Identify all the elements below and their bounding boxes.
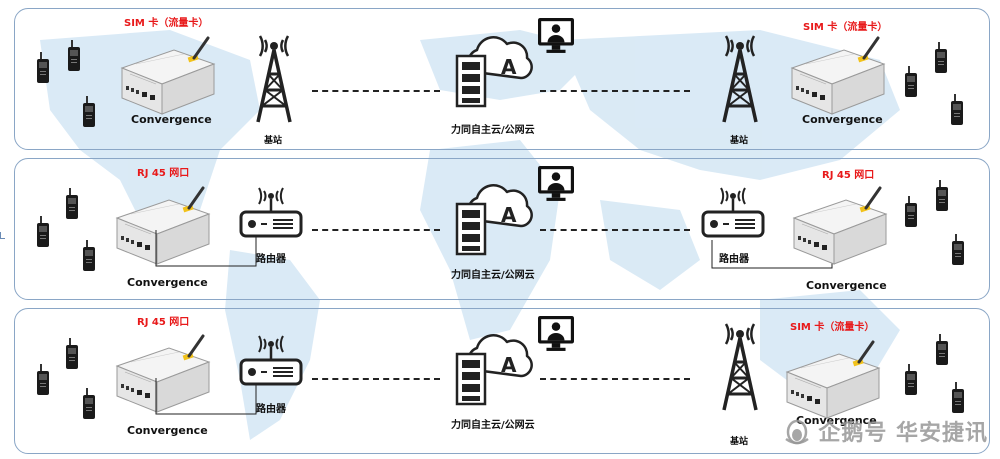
row1-right-link-label: 基站: [730, 136, 749, 146]
radio-icon: [83, 240, 95, 271]
row2-right-link-label: 路由器: [719, 254, 749, 265]
connection-line: [312, 229, 440, 231]
row3-left-top-label: RJ 45 网口: [137, 317, 190, 328]
edge-mark: [0, 232, 5, 239]
row3-right-top-label: SIM 卡（流量卡）: [790, 322, 875, 333]
monitor-user-icon: [538, 166, 574, 201]
base-station-icon: [256, 34, 292, 124]
cable-line: [155, 378, 257, 415]
radio-icon: [951, 94, 963, 125]
cloud-server-icon: [455, 334, 533, 406]
router-icon: [701, 186, 765, 238]
gateway-device-icon: [790, 36, 886, 116]
row3-right-link-label: 基站: [730, 437, 749, 447]
cloud-server-icon: [455, 36, 533, 108]
radio-icon: [935, 42, 947, 73]
gateway-device-icon: [120, 36, 216, 116]
radio-icon: [68, 40, 80, 71]
connection-line: [540, 378, 690, 380]
radio-icon: [66, 188, 78, 219]
row3-left-device-label: Convergence: [127, 424, 208, 437]
row1-center-label: 力同自主云/公网云: [451, 125, 535, 136]
radio-icon: [66, 338, 78, 369]
radio-icon: [905, 364, 917, 395]
cable-line: [155, 230, 257, 267]
row2-left-device-label: Convergence: [127, 276, 208, 289]
connection-line: [312, 378, 440, 380]
radio-icon: [952, 382, 964, 413]
row1-left-device-label: Convergence: [131, 113, 212, 126]
penguin-logo-icon: [785, 419, 810, 445]
radio-icon: [936, 180, 948, 211]
row1-right-top-label: SIM 卡（流量卡）: [803, 22, 888, 33]
connection-line: [540, 90, 690, 92]
monitor-user-icon: [538, 316, 574, 351]
radio-icon: [83, 388, 95, 419]
radio-icon: [37, 216, 49, 247]
row1-left-top-label: SIM 卡（流量卡）: [124, 18, 209, 29]
monitor-user-icon: [538, 18, 574, 53]
cloud-server-icon: [455, 184, 533, 256]
radio-icon: [905, 66, 917, 97]
row2-right-top-label: RJ 45 网口: [822, 170, 875, 181]
router-icon: [239, 186, 303, 238]
router-icon: [239, 334, 303, 386]
base-station-icon: [722, 34, 758, 124]
radio-icon: [952, 234, 964, 265]
row1-left-link-label: 基站: [264, 136, 283, 146]
watermark-text: 企鹅号 华安捷讯: [818, 421, 988, 446]
base-station-icon: [722, 322, 758, 412]
row2-right-device-label: Convergence: [806, 279, 887, 292]
row2-left-link-label: 路由器: [256, 254, 286, 265]
row1-right-device-label: Convergence: [802, 113, 883, 126]
row3-left-link-label: 路由器: [256, 404, 286, 415]
row2-center-label: 力同自主云/公网云: [451, 270, 535, 281]
radio-icon: [936, 334, 948, 365]
gateway-device-icon: [785, 340, 881, 420]
gateway-device-icon: [792, 186, 888, 266]
panel-row-2: [14, 158, 990, 300]
watermark: 企鹅号 华安捷讯: [782, 415, 988, 447]
panel-row-1: [14, 8, 990, 150]
radio-icon: [83, 96, 95, 127]
row3-center-label: 力同自主云/公网云: [451, 420, 535, 431]
radio-icon: [905, 196, 917, 227]
panel-row-3: [14, 308, 990, 454]
radio-icon: [37, 52, 49, 83]
radio-icon: [37, 364, 49, 395]
connection-line: [312, 90, 440, 92]
row3-right-device-label: Convergence: [796, 414, 877, 427]
row2-left-top-label: RJ 45 网口: [137, 168, 190, 179]
connection-line: [540, 229, 690, 231]
